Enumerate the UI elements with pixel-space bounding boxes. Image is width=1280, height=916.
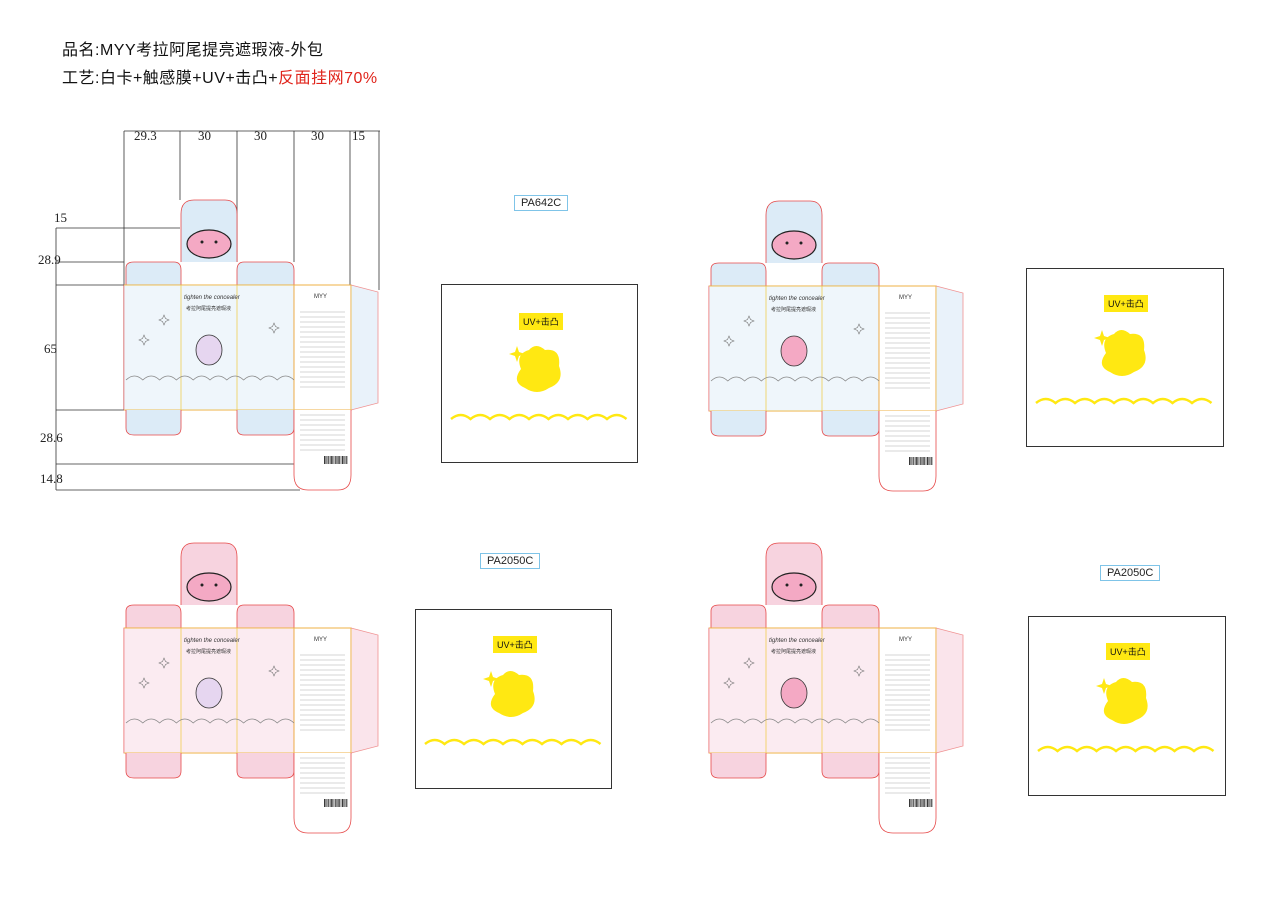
pantone-label-1: PA642C [514,195,569,211]
dieline-box-3 [123,542,379,834]
box-brand: MYY [899,295,913,301]
uv-tag: UV+击凸 [1106,643,1150,660]
box-brand: MYY [314,294,328,300]
pantone-label-4: PA2050C [1100,565,1161,581]
dim-top-5: 15 [352,128,365,143]
uv-koala-shape-4 [1037,678,1215,753]
process-text: 工艺:白卡+触感膜+UV+击凸+ [62,70,279,87]
product-name: 品名:MYY考拉阿尾提亮遮瑕液-外包 [62,42,324,59]
dim-left-4: 28.6 [40,430,63,445]
dim-top-3: 30 [254,128,267,143]
box-slogan: tighten the concealer [769,638,825,644]
dim-left-2: 28.9 [38,252,61,267]
pantone-label-3: PA2050C [480,553,541,569]
uv-tag: UV+击凸 [493,636,537,653]
box-brand: MYY [314,637,328,643]
process-highlight: 反面挂网70% [278,70,378,87]
dim-left-3: 65 [44,341,57,356]
dieline-box-2 [708,200,964,492]
dieline-box-4 [708,542,964,834]
box-brand: MYY [899,637,913,643]
dim-top-1: 29.3 [134,128,157,143]
process-line: 工艺:白卡+触感膜+UV+击凸+反面挂网70% [62,64,378,88]
uv-koala-shape-2 [1035,330,1213,405]
uv-tag: UV+击凸 [519,313,563,330]
box-slogan: tighten the concealer [184,295,240,301]
dim-left-5: 14.8 [40,471,63,486]
dim-top-2: 30 [198,128,211,143]
uv-tag: UV+击凸 [1104,295,1148,312]
box-product-name: 考拉阿尾提亮遮瑕液 [771,649,817,655]
box-slogan: tighten the concealer [769,296,825,302]
uv-koala-shape-1 [450,346,628,421]
dieline-box-1 [123,199,379,491]
dim-left-1: 15 [54,210,67,225]
box-slogan: tighten the concealer [184,638,240,644]
box-product-name: 考拉阿尾提亮遮瑕液 [186,306,232,312]
box-product-name: 考拉阿尾提亮遮瑕液 [186,649,232,655]
dim-top-4: 30 [311,128,324,143]
box-product-name: 考拉阿尾提亮遮瑕液 [771,307,817,313]
uv-koala-shape-3 [424,671,602,746]
